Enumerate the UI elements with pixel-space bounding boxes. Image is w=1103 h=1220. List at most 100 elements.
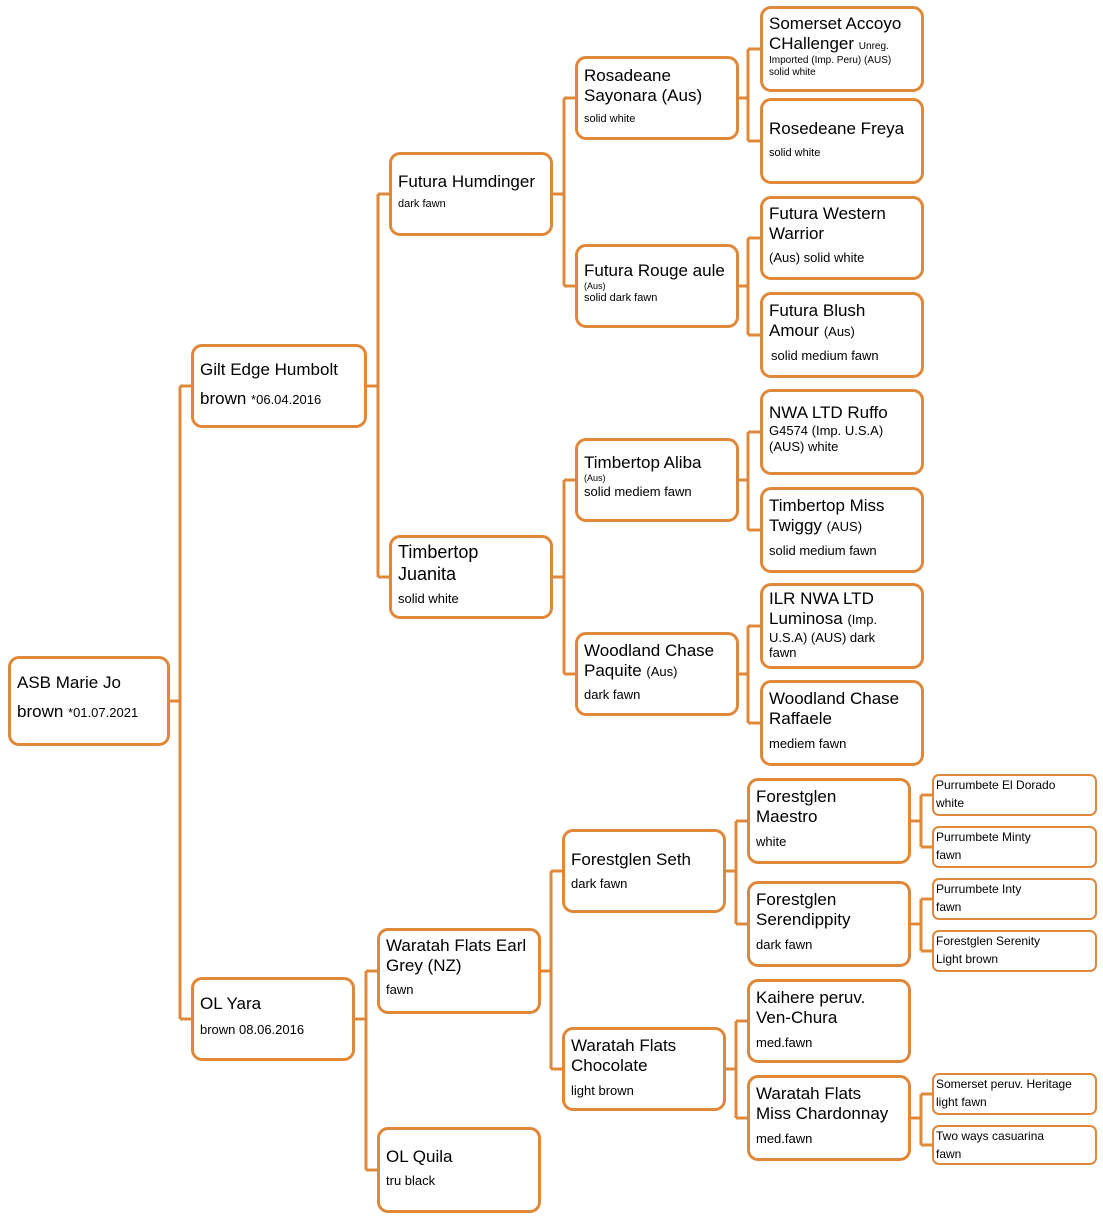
node-info: solid medium fawn <box>769 542 877 558</box>
node-purrumbete-el-dorado: Purrumbete El Dorado white <box>932 774 1097 816</box>
node-name-1: Woodland Chase <box>769 689 900 708</box>
node-asb-marie-jo: ASB Marie Jo brown *01.07.2021 <box>8 656 170 746</box>
node-info: (Aus) solid white <box>769 249 865 265</box>
node-name-1: Rosadeane <box>584 66 671 85</box>
node-note: (Imp. <box>847 612 878 628</box>
node-name-2: Chocolate <box>571 1056 648 1076</box>
node-info-1: U.S.A) (AUS) dark <box>769 629 876 645</box>
node-name-2: Juanita <box>398 563 457 584</box>
node-info: solid white <box>398 591 459 607</box>
node-name-1: Timbertop Miss <box>769 496 885 515</box>
node-name: Purrumbete Inty <box>936 882 1022 896</box>
node-forestglen-serendippity: Forestglen Serendippity dark fawn <box>747 881 911 967</box>
node-name-1: Timbertop <box>398 542 479 562</box>
node-info: solid dark fawn <box>584 292 658 305</box>
node-name: Purrumbete El Dorado <box>936 778 1056 792</box>
node-birthdate: *01.07.2021 <box>68 705 139 721</box>
node-note: Unreg. <box>858 41 889 53</box>
node-info: fawn <box>936 900 962 915</box>
node-info-2: fawn <box>769 645 797 661</box>
node-info: fawn <box>386 981 414 997</box>
node-name-2: Amour <box>769 321 820 341</box>
node-info: fawn <box>936 1147 962 1162</box>
node-name: Forestglen Serenity <box>936 934 1041 948</box>
node-info: light fawn <box>936 1095 987 1110</box>
node-info: dark fawn <box>398 198 446 211</box>
node-name-1: Waratah Flats Earl <box>386 936 527 955</box>
node-info: solid medium fawn <box>771 347 879 363</box>
node-info: fawn <box>936 848 962 863</box>
node-name-1: Forestglen <box>756 890 837 909</box>
node-import-note: Imported (Imp. Peru) (AUS) <box>769 54 892 66</box>
node-name-1: Somerset Accoyo <box>769 14 902 33</box>
node-somerset-accoyo-challenger: Somerset Accoyo CHallenger Unreg. Import… <box>760 6 924 92</box>
node-name-1: Waratah Flats <box>756 1084 862 1103</box>
node-ilr-nwa-ltd-luminosa: ILR NWA LTD Luminosa (Imp. U.S.A) (AUS) … <box>760 583 924 669</box>
node-two-ways-casuarina: Two ways casuarina fawn <box>932 1125 1097 1165</box>
node-info: white <box>936 796 965 811</box>
node-info: solid mediem fawn <box>584 484 692 500</box>
node-somerset-peruv-heritage: Somerset peruv. Heritage light fawn <box>932 1073 1097 1115</box>
node-name-2: Ven-Chura <box>756 1008 838 1028</box>
node-name: Purrumbete Minty <box>936 830 1031 844</box>
node-forestglen-serenity: Forestglen Serenity Light brown <box>932 930 1097 972</box>
node-ol-yara: OL Yara brown 08.06.2016 <box>191 977 355 1061</box>
node-registration: G4574 (Imp. U.S.A) <box>769 423 884 439</box>
node-name-1: Woodland Chase <box>584 641 715 660</box>
node-name-2: Maestro <box>756 807 818 827</box>
node-forestglen-maestro: Forestglen Maestro white <box>747 778 911 864</box>
node-name: Futura Humdinger <box>398 172 536 191</box>
node-name: OL Yara <box>200 994 262 1013</box>
node-name: Somerset peruv. Heritage <box>936 1077 1072 1091</box>
node-info: mediem fawn <box>769 735 847 751</box>
node-timbertop-juanita: Timbertop Juanita solid white <box>389 535 553 619</box>
node-info: dark fawn <box>571 876 628 892</box>
node-timbertop-miss-twiggy: Timbertop Miss Twiggy (AUS) solid medium… <box>760 487 924 573</box>
node-note: (AUS) <box>826 519 863 535</box>
node-futura-rouge-aule: Futura Rouge aule (Aus) solid dark fawn <box>575 244 739 328</box>
node-name: Futura Rouge aule <box>584 261 725 280</box>
node-info: tru black <box>386 1173 436 1189</box>
node-name-1: Waratah Flats <box>571 1036 677 1055</box>
node-purrumbete-inty: Purrumbete Inty fawn <box>932 878 1097 920</box>
node-name-2: Twiggy <box>769 516 822 536</box>
node-futura-humdinger: Futura Humdinger dark fawn <box>389 152 553 236</box>
node-waratah-flats-miss-chardonnay: Waratah Flats Miss Chardonnay med.fawn <box>747 1075 911 1161</box>
node-name-1: Forestglen <box>756 787 837 806</box>
node-woodland-chase-paquite: Woodland Chase Paquite (Aus) dark fawn <box>575 632 739 716</box>
node-purrumbete-minty: Purrumbete Minty fawn <box>932 826 1097 868</box>
node-info: solid white <box>769 147 821 160</box>
node-name: ASB Marie Jo <box>17 673 121 692</box>
node-rosedeane-freya: Rosedeane Freya solid white <box>760 98 924 184</box>
node-info: (AUS) white <box>769 438 839 454</box>
node-name-2: Sayonara (Aus) <box>584 86 703 106</box>
node-info: med.fawn <box>756 1130 813 1146</box>
node-nwa-ltd-ruffo: NWA LTD Ruffo G4574 (Imp. U.S.A) (AUS) w… <box>760 389 924 475</box>
node-info: dark fawn <box>584 686 641 702</box>
node-info: solid white <box>769 66 816 78</box>
node-gilt-edge-humbolt: Gilt Edge Humbolt brown *06.04.2016 <box>191 344 367 428</box>
node-note: (Aus) <box>584 473 606 484</box>
node-name-1: ILR NWA LTD <box>769 589 874 608</box>
node-info: med.fawn <box>756 1034 813 1050</box>
node-name-2: Miss Chardonnay <box>756 1104 889 1124</box>
node-waratah-flats-chocolate: Waratah Flats Chocolate light brown <box>562 1027 726 1111</box>
node-info: brown 08.06.2016 <box>200 1022 305 1038</box>
node-info: light brown <box>571 1082 634 1098</box>
node-name-2: Raffaele <box>769 709 833 729</box>
node-info: white <box>756 833 787 849</box>
node-timbertop-aliba: Timbertop Aliba (Aus) solid mediem fawn <box>575 438 739 522</box>
node-forestglen-seth: Forestglen Seth dark fawn <box>562 829 726 913</box>
node-name-2: Grey (NZ) <box>386 956 462 976</box>
node-name: NWA LTD Ruffo <box>769 403 888 422</box>
node-info: dark fawn <box>756 936 813 952</box>
node-info: Light brown <box>936 952 999 967</box>
node-ol-quila: OL Quila tru black <box>377 1127 541 1213</box>
node-futura-western-warrior: Futura Western Warrior (Aus) solid white <box>760 196 924 280</box>
node-name-2: CHallenger <box>769 34 855 54</box>
node-name: Forestglen Seth <box>571 850 692 869</box>
node-note: (Aus) <box>584 281 606 292</box>
node-color: brown <box>17 702 64 722</box>
node-name-2: Warrior <box>769 224 825 244</box>
